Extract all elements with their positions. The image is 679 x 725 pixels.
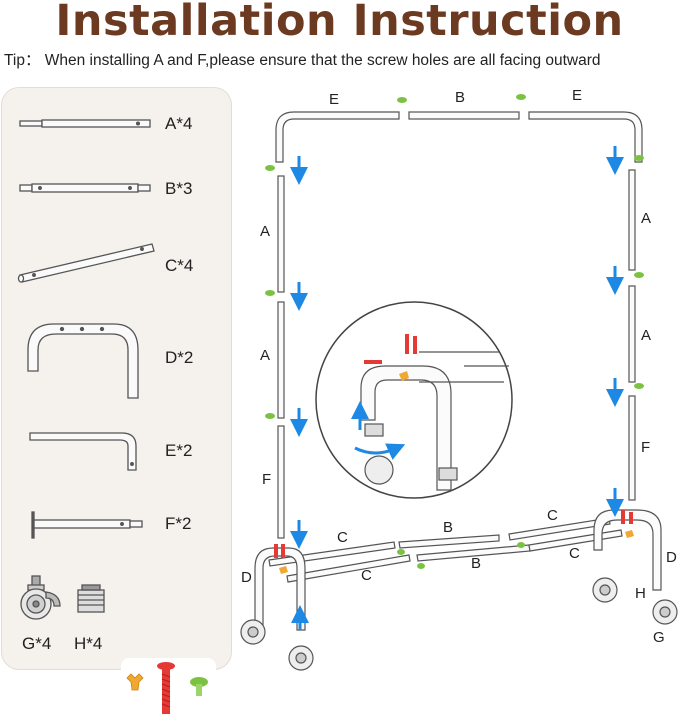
rail-c-3 (508, 517, 611, 541)
upright-a-right-2 (628, 285, 636, 383)
upright-f-left (277, 425, 285, 539)
caster-wheel-icon (652, 599, 678, 625)
upright-a-right-1 (628, 169, 636, 271)
label-b-1: B (443, 519, 453, 536)
label-e-right: E (572, 90, 582, 104)
rotate-arrow-icon (354, 443, 406, 460)
hardware-box (121, 658, 216, 720)
part-d-label: D*2 (165, 348, 194, 367)
screw-icon (274, 334, 633, 558)
part-h-label: H*4 (74, 634, 103, 653)
assembly-diagram: E B E A A F A A F C C C C B B D D H G (240, 90, 678, 671)
part-g-label: G*4 (22, 634, 52, 653)
part-e-drawing (29, 432, 137, 471)
rail-c-2 (286, 554, 411, 583)
screw-icon (157, 662, 175, 714)
label-g-right: G (653, 629, 665, 646)
caster-wheel-icon (20, 575, 61, 620)
label-c-4: C (569, 545, 580, 562)
parts-drawings (17, 119, 155, 620)
label-a-right-1: A (641, 210, 651, 227)
label-a-left-1: A (260, 223, 270, 240)
rail-e-right (528, 111, 643, 163)
label-c-3: C (547, 507, 558, 524)
label-d-left: D (241, 569, 252, 586)
caster-wheel-icon (288, 645, 314, 671)
knob-icon (265, 94, 644, 569)
part-h-drawing (77, 584, 105, 613)
label-f-right: F (641, 439, 650, 456)
label-f-left: F (262, 471, 271, 488)
part-b-label: B*3 (165, 179, 193, 198)
wrench-icon (279, 371, 634, 574)
label-c-2: C (361, 567, 372, 584)
part-a-drawing (19, 119, 151, 128)
part-a-label: A*4 (165, 114, 193, 133)
hardware-drawings (126, 662, 208, 714)
part-c-drawing (17, 243, 155, 283)
label-b-2: B (471, 555, 481, 572)
caster-wheel-icon (240, 619, 266, 645)
upright-a-left-2 (277, 301, 285, 419)
wrench-icon (126, 673, 144, 691)
part-b-drawing (19, 183, 151, 193)
part-e-label: E*2 (165, 441, 193, 460)
upright-f-right (628, 395, 636, 501)
label-e-left: E (329, 91, 339, 108)
caster-wheel-icon (592, 577, 618, 603)
part-d-drawing (27, 323, 139, 399)
label-b-top: B (455, 90, 465, 106)
label-a-right-2: A (641, 327, 651, 344)
tip-text: Tip： When installing A and F,please ensu… (4, 52, 601, 69)
label-a-left-2: A (260, 347, 270, 364)
part-f-label: F*2 (165, 514, 192, 533)
rail-b-top (408, 111, 520, 120)
detail-zoom (315, 301, 513, 499)
part-f-drawing (31, 511, 143, 539)
label-c-1: C (337, 529, 348, 546)
upright-a-left-1 (277, 175, 285, 293)
base-d-right (593, 509, 662, 591)
rail-e-left (275, 111, 400, 163)
knob-icon (190, 677, 208, 696)
page-title: Installation Instruction (55, 0, 624, 46)
parts-panel: A*4 B*3 C*4 D*2 E*2 F*2 G*4 H*4 (1, 87, 232, 720)
label-h-right: H (635, 585, 646, 602)
part-c-label: C*4 (165, 256, 194, 275)
rail-b-1 (398, 534, 500, 549)
label-d-right: D (666, 549, 677, 566)
